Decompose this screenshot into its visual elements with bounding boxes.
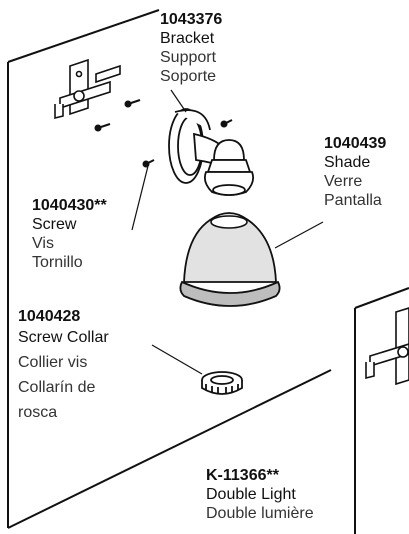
set-screw-icon (142, 119, 233, 168)
bracket-screw-icon (94, 99, 141, 132)
second-bracket-icon (365, 307, 409, 386)
part-name-en: Screw Collar (18, 329, 109, 346)
model-name-en: Double Light (206, 486, 296, 503)
glass-shade (179, 212, 281, 307)
screw-label: 1040430** Screw Vis Tornillo (32, 196, 107, 272)
part-name-es: Collarín de (18, 379, 96, 396)
part-name-fr: Vis (32, 235, 54, 252)
part-name-en: Screw (32, 216, 77, 233)
part-name-fr: Verre (324, 173, 363, 190)
part-number: 1040428 (18, 308, 81, 325)
mounting-bracket-icon (54, 58, 121, 120)
part-name-fr: Collier vis (18, 354, 88, 371)
model-label: K-11366** Double Light Double lumière (206, 466, 314, 523)
model-number: K-11366** (206, 467, 279, 484)
part-name-en: Bracket (160, 30, 215, 47)
part-name-es: Tornillo (32, 254, 83, 271)
part-number: 1040439 (324, 135, 387, 152)
part-number: 1043376 (160, 11, 223, 28)
part-number: 1040430** (32, 197, 107, 214)
part-name-es-cont: rosca (18, 404, 58, 421)
fixture-socket (203, 139, 255, 196)
shade-label: 1040439 Shade Verre Pantalla (324, 134, 386, 210)
bracket-label: 1043376 Bracket Support Soporte (160, 10, 222, 86)
leader-lines (131, 89, 324, 375)
wall-panel-right (354, 287, 409, 534)
part-name-es: Soporte (160, 68, 217, 85)
collar-label: 1040428 Screw Collar Collier vis Collarí… (18, 306, 109, 423)
part-name-en: Shade (324, 154, 371, 171)
part-name-fr: Support (160, 49, 217, 66)
part-name-es: Pantalla (324, 192, 382, 209)
model-name-fr: Double lumière (206, 505, 314, 522)
wall-panel (7, 9, 332, 529)
screw-collar-icon (201, 371, 243, 395)
